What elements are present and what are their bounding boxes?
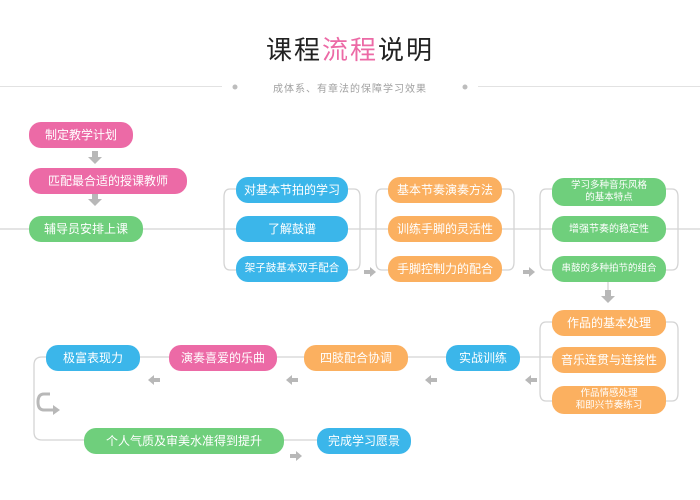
step-expressive: 极富表现力 <box>46 345 140 371</box>
stage3-item: 串鼓的多种拍节的组合 <box>552 256 666 282</box>
page-subtitle: 成体系、有章法的保障学习效果 <box>273 84 427 95</box>
step-plan: 制定教学计划 <box>29 122 133 148</box>
stage2-item: 训练手脚的灵活性 <box>388 216 502 242</box>
step-improve: 个人气质及审美水准得到提升 <box>84 428 284 454</box>
header-dots <box>232 84 468 90</box>
stage3-item: 增强节奏的稳定性 <box>552 216 666 242</box>
stage4-item: 音乐连贯与连接性 <box>552 347 666 373</box>
step-favorite: 演奏喜爱的乐曲 <box>169 345 277 371</box>
page-title: 课程流程说明 <box>0 30 700 67</box>
stage2-item: 基本节奏演奏方法 <box>388 177 502 203</box>
step-complete: 完成学习愿景 <box>317 428 411 454</box>
title-accent: 流程 <box>321 36 378 66</box>
stage1-item: 架子鼓基本双手配合 <box>236 256 348 282</box>
stage1-item: 了解鼓谱 <box>236 216 348 242</box>
title-part2: 说明 <box>378 36 435 66</box>
u-turn-icon <box>36 392 60 415</box>
step-practice: 实战训练 <box>446 345 520 371</box>
stage1-item: 对基本节拍的学习 <box>236 177 348 203</box>
stage3-item: 学习多种音乐风格 的基本特点 <box>552 178 666 206</box>
stage2-item: 手脚控制力的配合 <box>388 256 502 282</box>
header-divider <box>0 86 700 87</box>
step-match-teacher: 匹配最合适的授课教师 <box>29 168 187 194</box>
step-limbs: 四肢配合协调 <box>304 345 408 371</box>
title-part1: 课程 <box>265 36 322 66</box>
step-assistant-class: 辅导员安排上课 <box>29 216 143 242</box>
stage4-item: 作品的基本处理 <box>552 310 666 336</box>
stage4-item: 作品情感处理 和即兴节奏练习 <box>552 386 666 414</box>
